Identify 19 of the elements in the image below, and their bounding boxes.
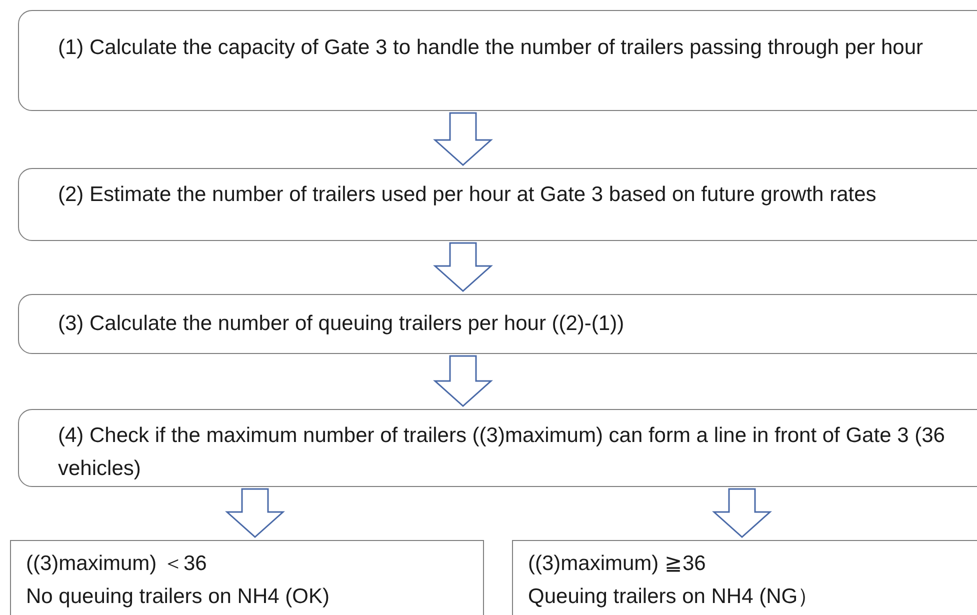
step-text: (4) Check if the maximum number of trailers ((3)maximum) can form a line in front of Gate 3 (36 vehicles) (58, 423, 946, 482)
block-arrow (225, 488, 285, 538)
step-text: (1) Calculate the capacity of Gate 3 to handle the number of trailers passing through per hour (58, 35, 924, 61)
step-text: Queuing trailers on NH4 (NG） (528, 584, 820, 610)
step-text: ((3)maximum) ≧36 (528, 551, 707, 577)
step-text: ((3)maximum) ＜36 (26, 551, 208, 577)
step-text: (2) Estimate the number of trailers used per hour at Gate 3 based on future growth rates (58, 182, 878, 208)
process-box (18, 294, 977, 354)
process-box (18, 10, 977, 111)
process-box (18, 168, 977, 241)
block-arrow (433, 112, 493, 166)
process-box (18, 409, 977, 487)
process-box (512, 540, 977, 615)
step-text: (3) Calculate the number of queuing trailers per hour ((2)-(1)) (58, 311, 626, 337)
block-arrow (433, 242, 493, 292)
step-text: No queuing trailers on NH4 (OK) (26, 584, 330, 610)
block-arrow (712, 488, 772, 538)
process-box (10, 540, 484, 615)
block-arrow (433, 355, 493, 407)
